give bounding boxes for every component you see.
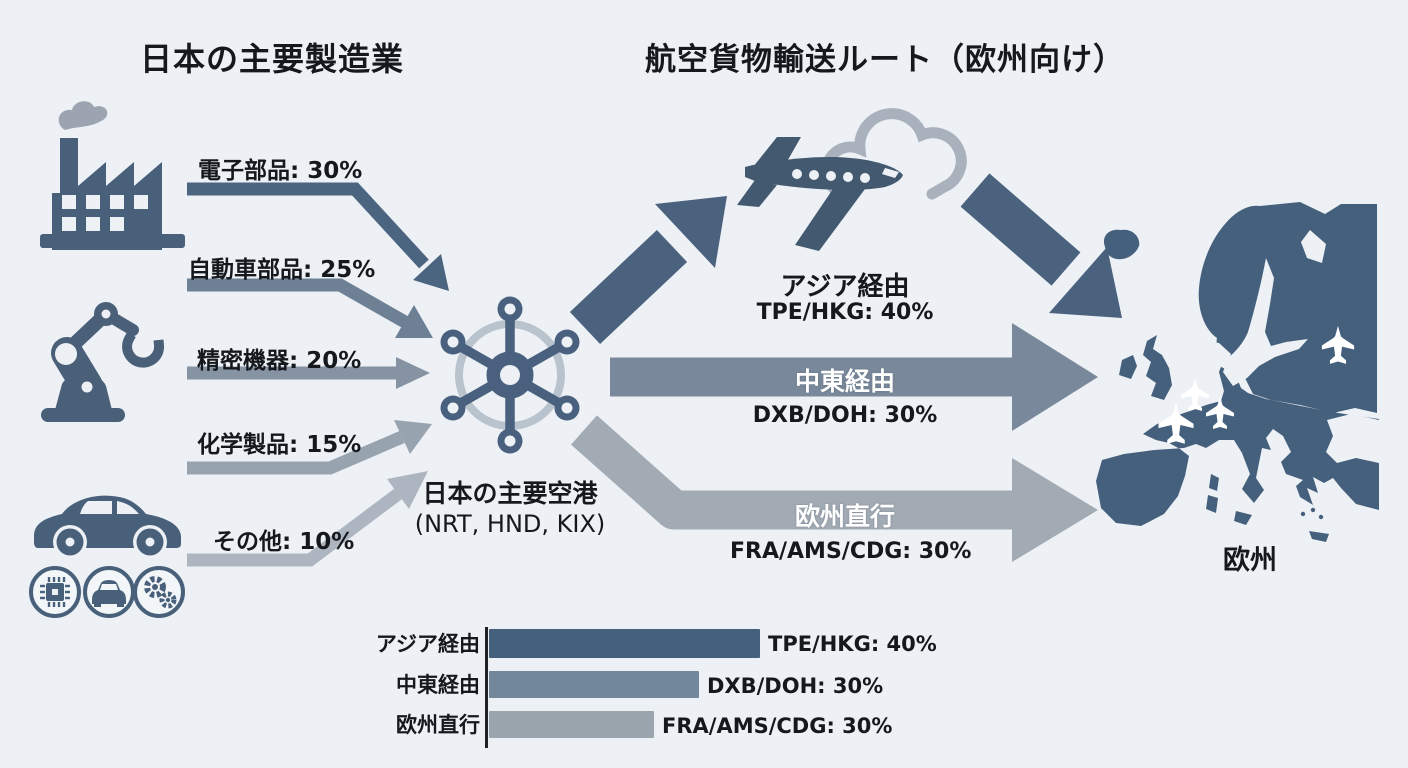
hub-name: 日本の主要空港 — [422, 479, 598, 508]
route-direct-name: 欧州直行 — [794, 502, 895, 531]
airplane-icon — [737, 137, 903, 251]
gears-icon — [133, 566, 185, 618]
smoke-shape — [58, 101, 108, 130]
factory-icon — [40, 101, 185, 250]
industry-label-auto-parts: 自動車部品: 25% — [188, 257, 376, 283]
chart-value-asia: TPE/HKG: 40% — [768, 632, 937, 656]
route-asia-name: アジア経由 — [780, 272, 910, 302]
chart-category-middle-east: 中東経由 — [396, 673, 480, 697]
hub-network-icon — [440, 296, 580, 454]
baltic-sea-shape — [1223, 258, 1308, 386]
destination-label: 欧州 — [1223, 545, 1277, 576]
chart-category-direct: 欧州直行 — [396, 713, 480, 737]
hub-airports: (NRT, HND, KIX) — [414, 510, 606, 538]
industry-arrow-precision — [187, 357, 430, 389]
industry-arrow-electronics — [187, 182, 449, 291]
route-asia-detail: TPE/HKG: 40% — [756, 300, 934, 325]
industry-arrow-chemical — [187, 420, 432, 475]
title-right: 航空貨物輸送ルート（欧州向け） — [645, 42, 1125, 78]
car-front-icon — [83, 566, 135, 618]
route-middle-east-name: 中東経由 — [794, 367, 895, 396]
route-arrow-direct — [571, 415, 1098, 562]
route-direct-detail: FRA/AMS/CDG: 30% — [730, 539, 972, 564]
route-middle-east-detail: DXB/DOH: 30% — [752, 403, 938, 428]
europe-map — [1096, 202, 1379, 542]
industry-arrow-others — [187, 471, 428, 567]
route-arrow-plane-to-europe — [960, 173, 1122, 318]
black-sea-shape — [1326, 414, 1379, 463]
industry-label-chemical: 化学製品: 15% — [197, 432, 362, 458]
chart-bar-middle-east — [489, 671, 699, 698]
britain-shape — [1143, 335, 1172, 400]
chip-icon — [29, 566, 81, 618]
robot-arm-icon — [41, 302, 165, 422]
industry-arrow-auto-parts — [187, 278, 433, 338]
route-arrow-hub-to-plane — [569, 196, 727, 345]
chart-category-asia: アジア経由 — [375, 632, 480, 656]
chart-value-direct: FRA/AMS/CDG: 30% — [662, 714, 893, 738]
title-left: 日本の主要製造業 — [140, 40, 405, 78]
hub-label: 日本の主要空港 (NRT, HND, KIX) — [385, 474, 635, 538]
industry-label-others: その他: 10% — [213, 529, 355, 555]
ireland-shape — [1119, 355, 1137, 379]
iceland-shape — [1103, 229, 1140, 260]
chart-value-middle-east: DXB/DOH: 30% — [707, 674, 884, 698]
industry-label-precision: 精密機器: 20% — [197, 348, 362, 374]
chart-bar-asia — [489, 629, 760, 658]
route-arrow-middle-east — [610, 323, 1098, 431]
industry-label-electronics: 電子部品: 30% — [198, 158, 363, 184]
chart-axis — [485, 627, 488, 748]
car-icon — [34, 495, 181, 559]
chart-bar-direct — [489, 711, 654, 738]
mainland-shape — [1096, 349, 1379, 526]
